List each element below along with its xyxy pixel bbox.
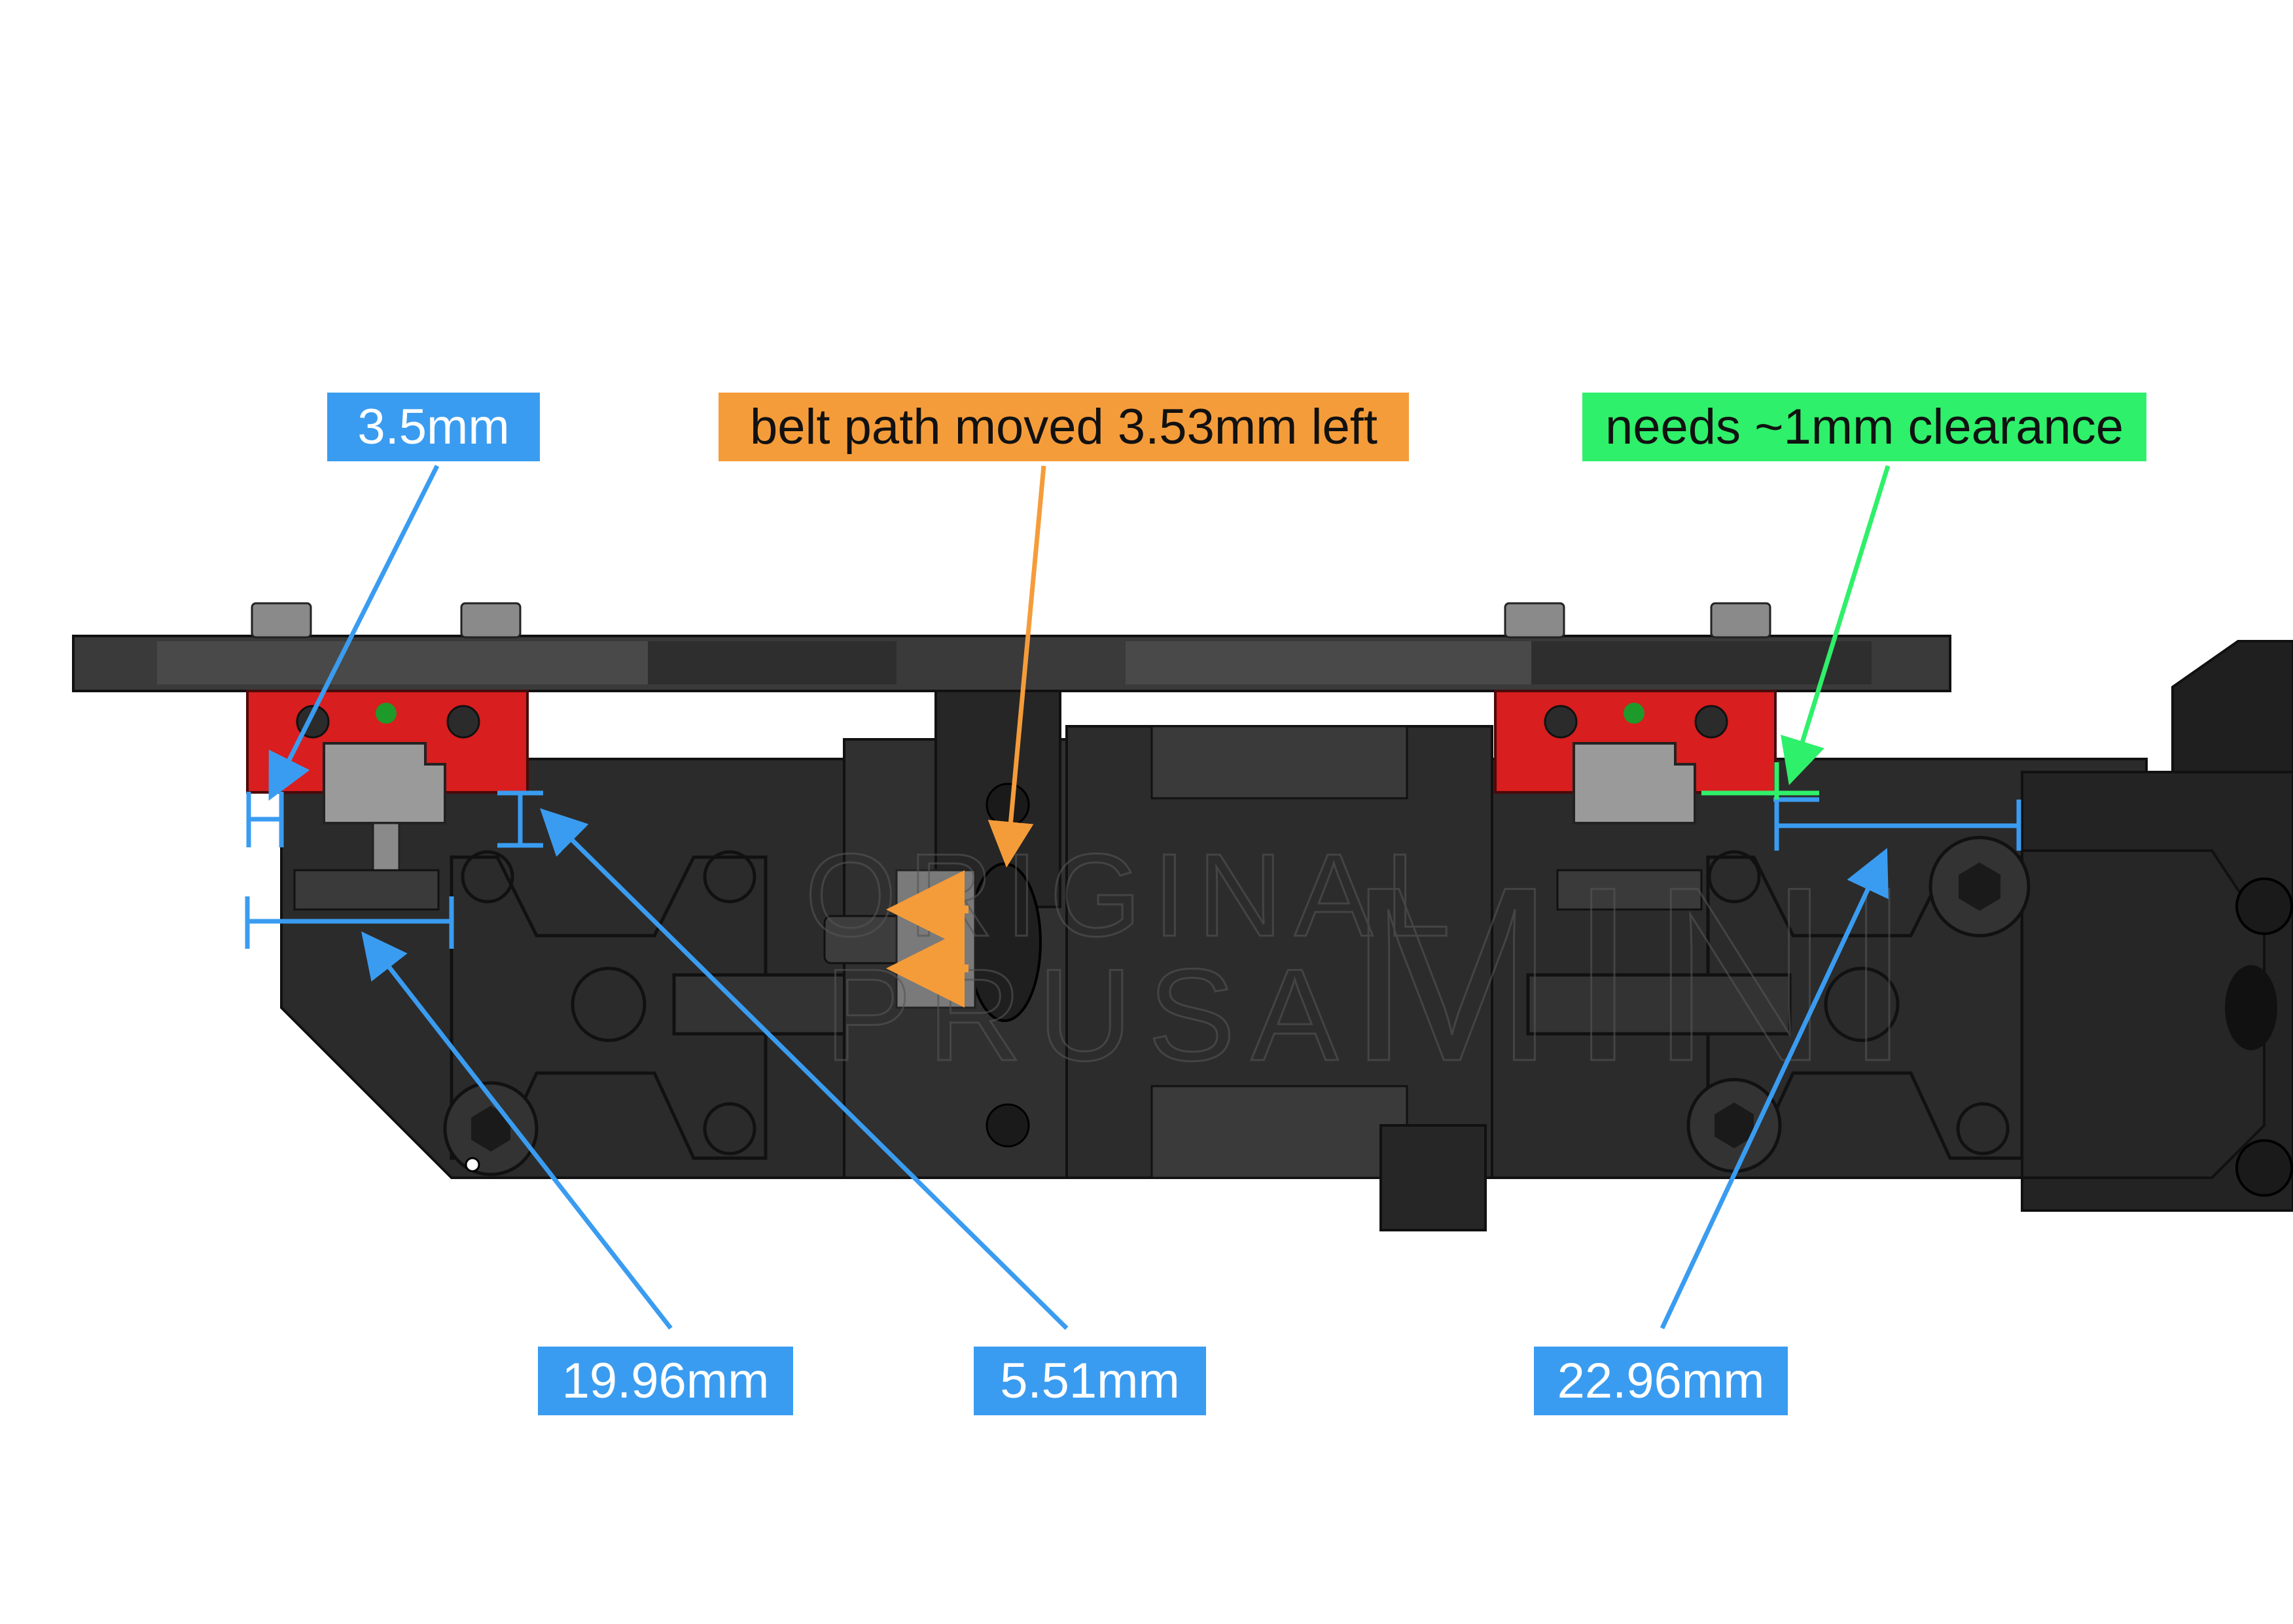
left-carriage — [246, 690, 529, 911]
clearance-label: needs ~1mm clearance — [1582, 393, 2146, 461]
belt-arrows — [886, 870, 969, 1008]
watermark-line2: PRUSA — [825, 942, 1354, 1088]
plate-screws — [251, 602, 1771, 639]
brand-watermark: ORIGINAL PRUSA MINI — [804, 829, 1925, 1114]
top-plate — [72, 635, 1951, 692]
clearance-marker — [1701, 762, 1819, 800]
dim-label-right-extrusion: 22.96mm — [1534, 1347, 1788, 1415]
dim-label-rail-offset: 3.5mm — [327, 393, 540, 461]
belt-path-label: belt path moved 3.53mm left — [719, 393, 1409, 461]
dimension-markers — [245, 790, 2021, 949]
watermark-line3: MINI — [1348, 835, 1925, 1113]
dim-label-vertical: 5.51mm — [974, 1347, 1206, 1415]
right-mount — [2021, 849, 2293, 1197]
right-carriage — [1494, 690, 1777, 911]
bolt-heads — [443, 836, 2031, 1176]
leader-lines — [268, 465, 1891, 1330]
dim-label-left-extrusion: 19.96mm — [538, 1347, 793, 1415]
